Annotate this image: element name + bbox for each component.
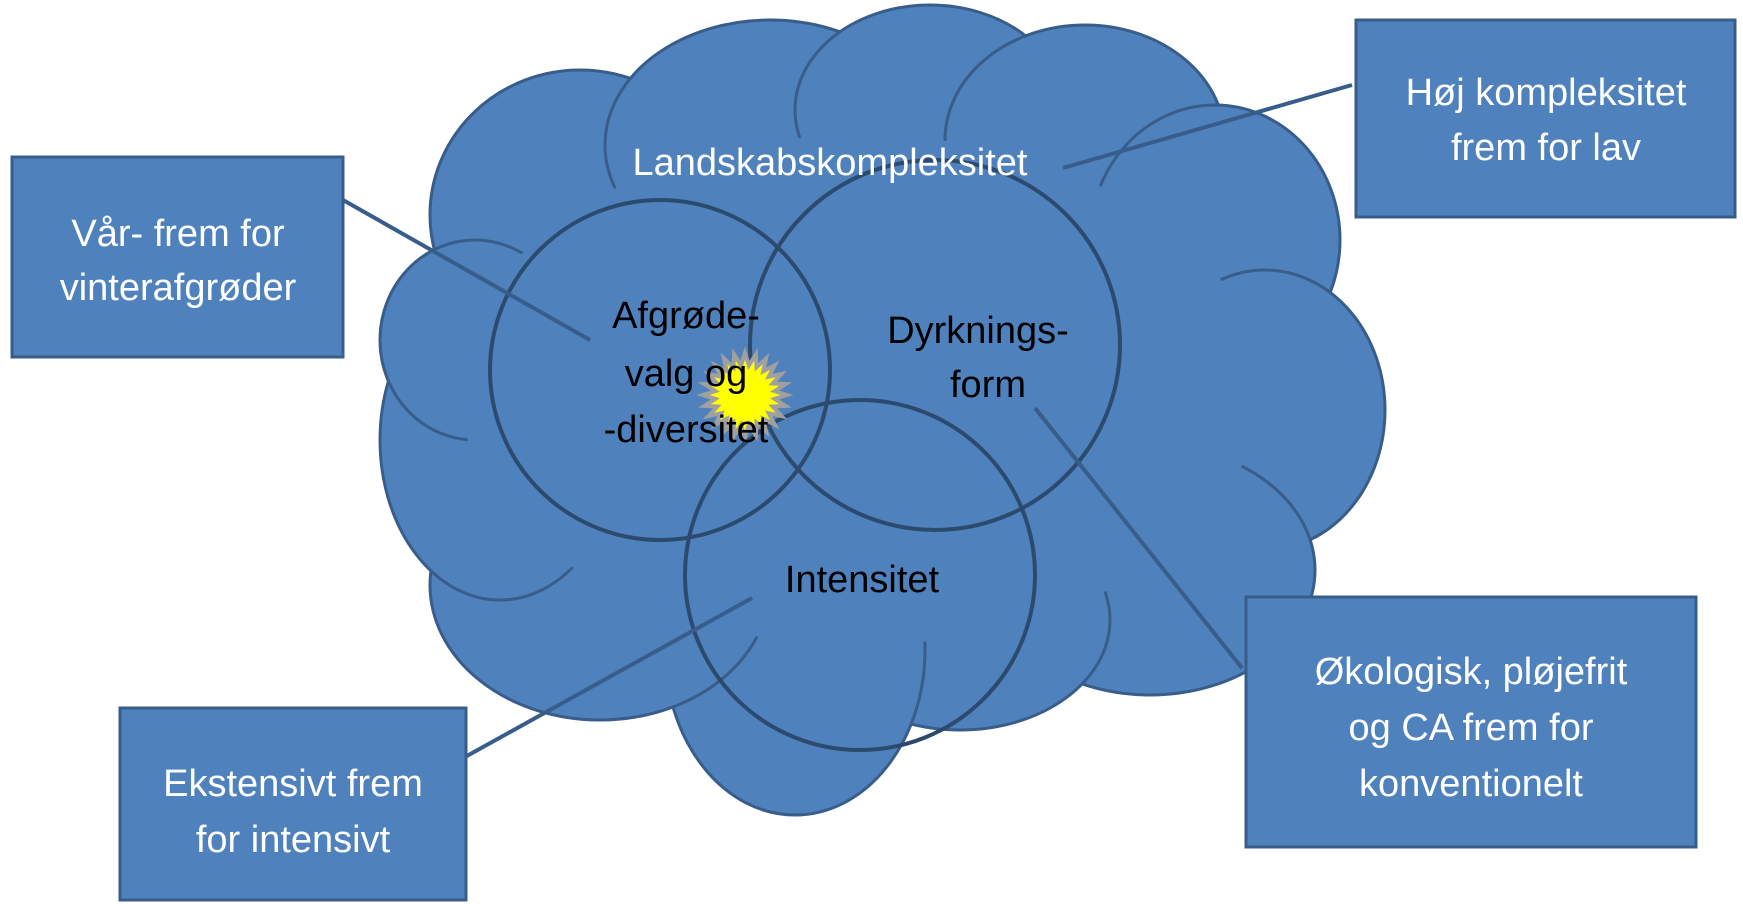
callout-extensive-text: Ekstensivt frem for intensivt <box>163 763 423 861</box>
crop-label-line2: valg og <box>625 353 748 395</box>
callout-organic-box <box>1244 595 1698 849</box>
cloud-shape <box>378 3 1387 817</box>
cultivation-form-circle <box>748 158 1122 532</box>
callout-complexity-line2: frem for lav <box>1451 127 1641 169</box>
sun-star-icon <box>696 346 794 444</box>
connector-extensive <box>464 596 753 759</box>
crop-label-line3: -diversitet <box>604 409 769 451</box>
connector-complexity <box>1062 83 1353 170</box>
callout-spring-box <box>10 155 345 359</box>
callout-spring-line1: Vår- frem for <box>71 213 285 255</box>
crop-label-line1: Afgrøde- <box>612 295 760 337</box>
crop-choice-circle <box>488 198 832 542</box>
callout-organic-line2: og CA frem for <box>1349 707 1594 749</box>
callout-extensive-box <box>118 706 468 902</box>
callout-organic-line1: Økologisk, pløjefrit <box>1315 651 1628 693</box>
cloud-title: Landskabskompleksitet <box>633 142 1028 184</box>
connector-organic <box>1033 406 1244 670</box>
intensity-circle <box>683 398 1037 752</box>
intensity-label: Intensitet <box>785 559 940 601</box>
connector-spring <box>342 198 591 342</box>
callout-organic-text: Økologisk, pløjefrit og CA frem for konv… <box>1315 651 1628 805</box>
callout-spring-text: Vår- frem for vinterafgrøder <box>60 213 297 309</box>
callout-complexity-box <box>1354 18 1737 219</box>
cultivation-form-label: Dyrknings- form <box>887 310 1069 406</box>
crop-choice-label: Afgrøde- valg og -diversitet <box>604 295 769 451</box>
cultivation-label-line2: form <box>950 364 1026 406</box>
callout-complexity-line1: Høj kompleksitet <box>1406 72 1687 114</box>
callout-complexity-text: Høj kompleksitet frem for lav <box>1406 72 1687 169</box>
callout-organic-line3: konventionelt <box>1359 763 1583 805</box>
callout-extensive-line1: Ekstensivt frem <box>163 763 423 805</box>
callout-extensive-line2: for intensivt <box>196 819 391 861</box>
callout-spring-line2: vinterafgrøder <box>60 267 297 309</box>
cultivation-label-line1: Dyrknings- <box>887 310 1069 352</box>
